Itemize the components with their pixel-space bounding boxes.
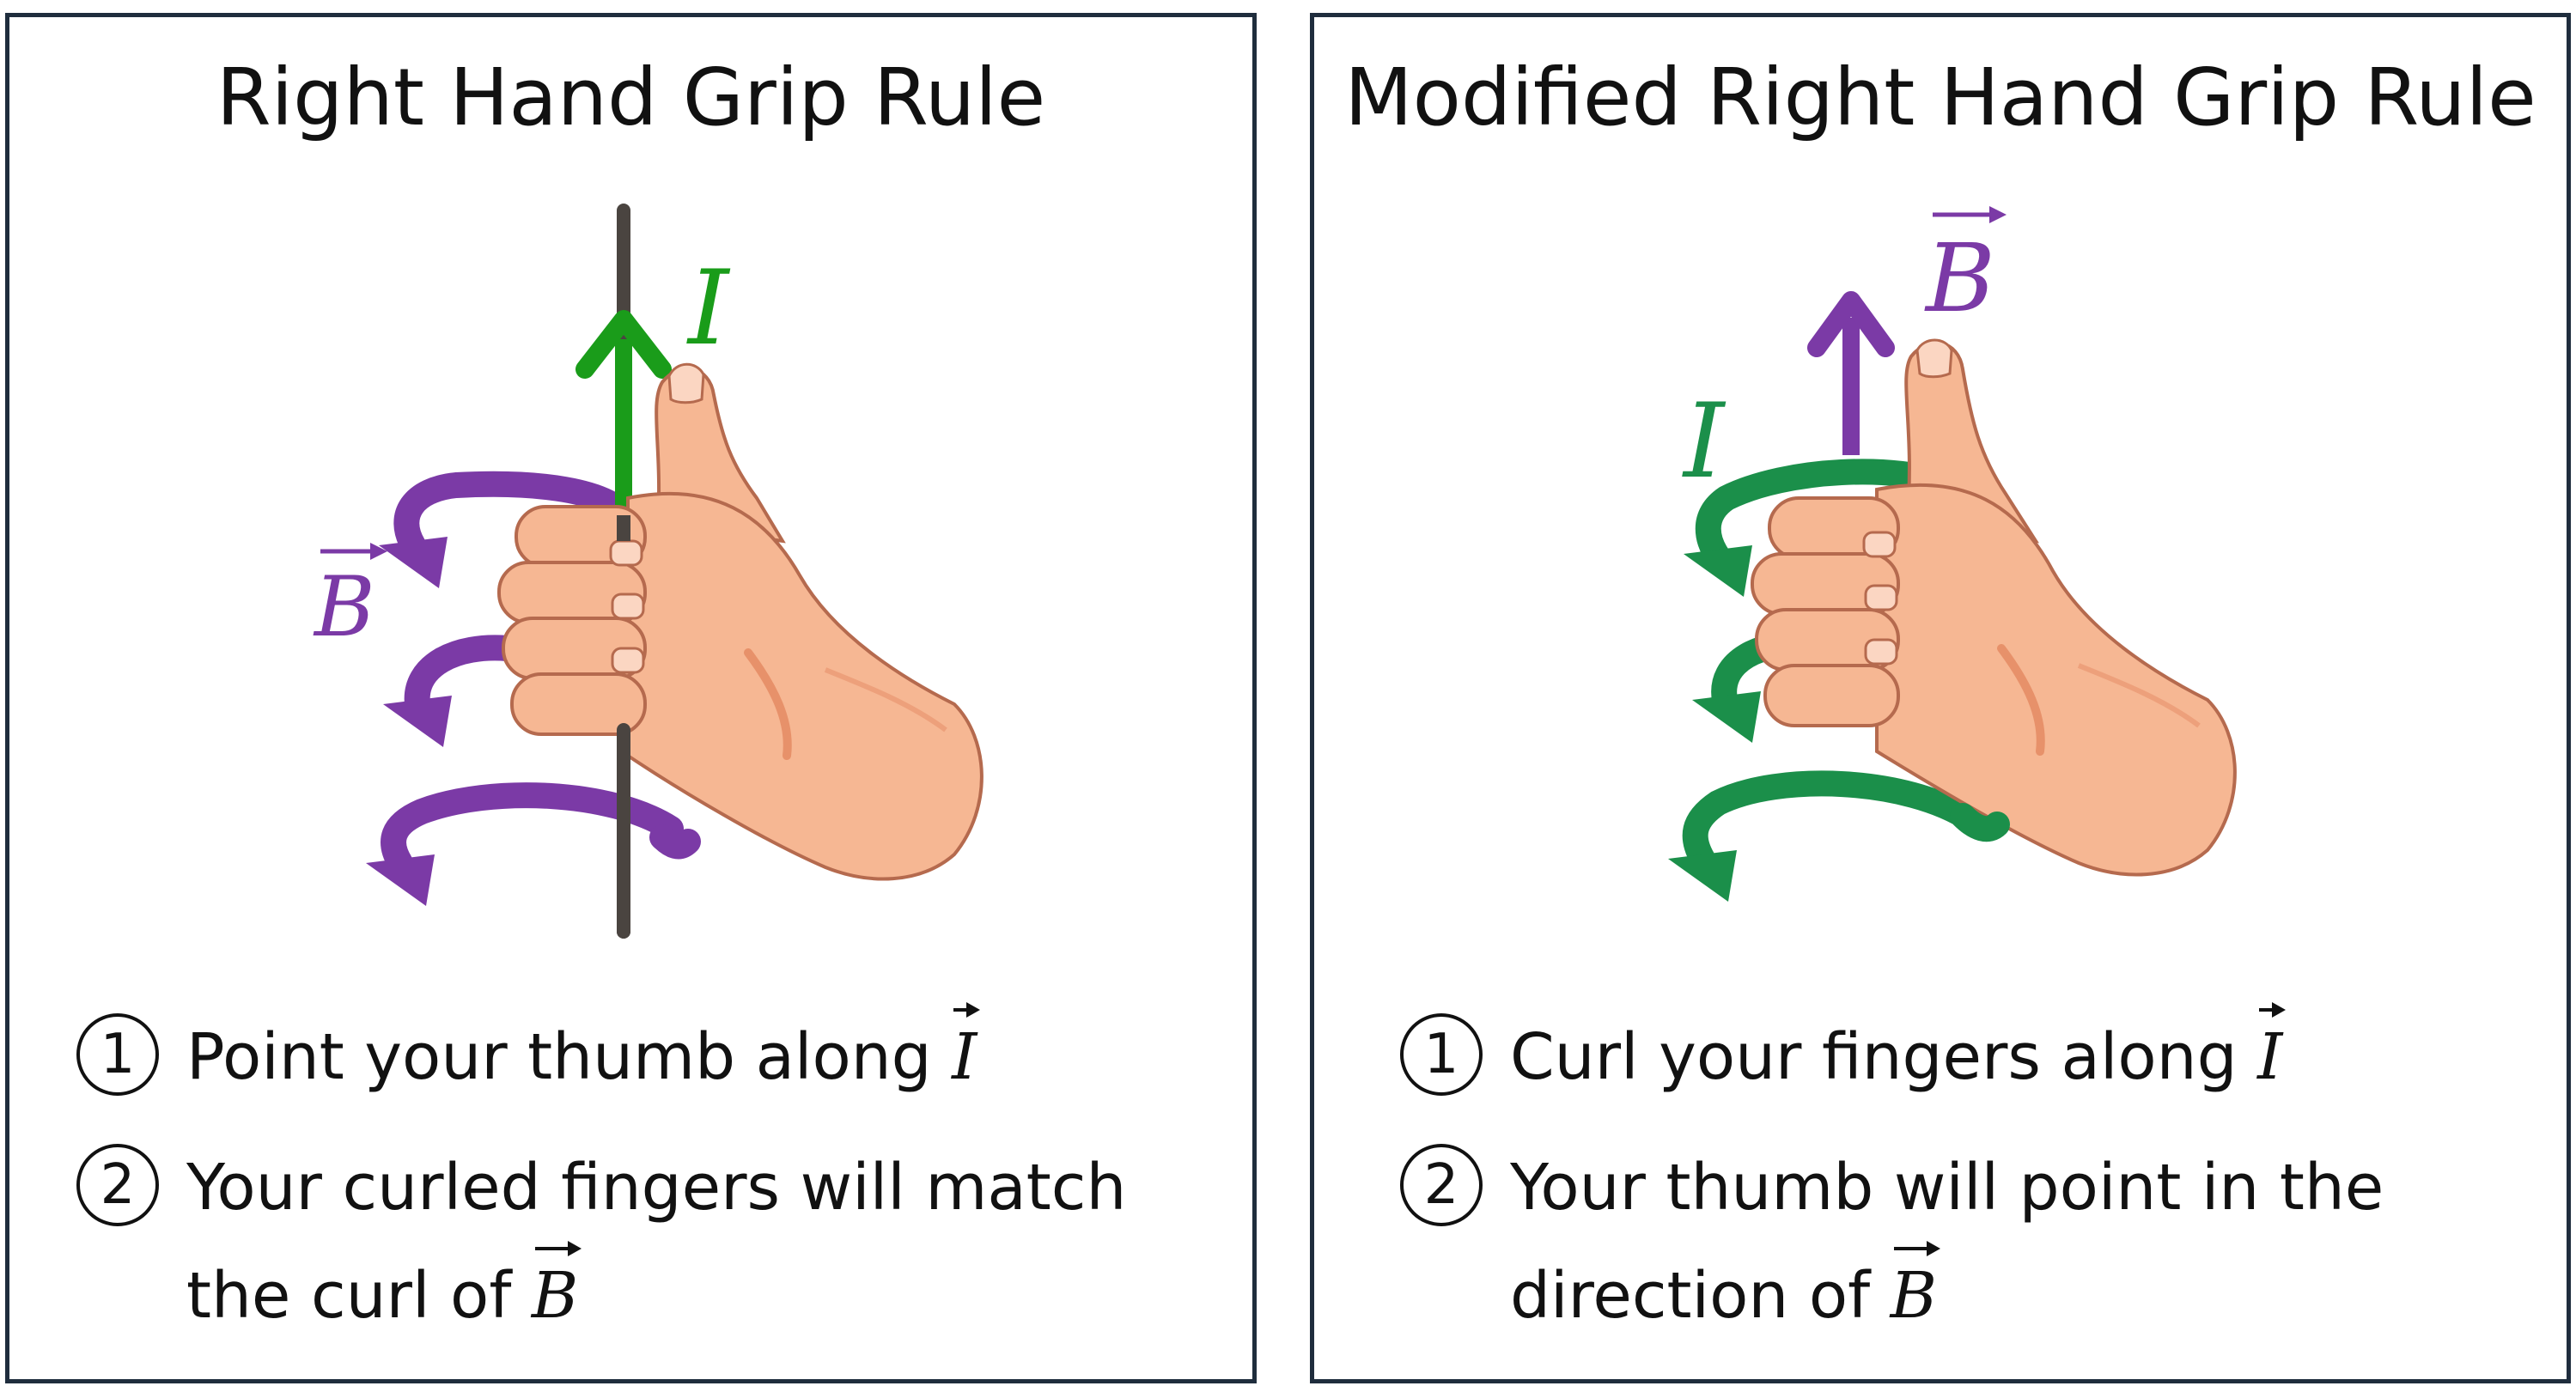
step-text: Point your thumb along [186,1020,953,1094]
panel-title: Modified Right Hand Grip Rule [1344,52,2536,143]
current-curl-arrow-top [1695,459,1963,575]
step-2: 2 Your curled fingers will match the cur… [76,1134,1126,1350]
step-text-line-1: Your curled fingers will match [186,1151,1127,1225]
step-1: 1 Curl your fingers along I [1400,1002,2287,1111]
step-text-line-2: direction of [1510,1259,1891,1333]
panel-title: Right Hand Grip Rule [216,52,1046,143]
svg-text:B: B [1924,223,1995,333]
field-arrow [1807,291,1895,455]
step-number: 1 [1400,1013,1483,1096]
right-hand [497,362,984,881]
field-label: B [313,543,387,655]
field-curl-arrow-top [393,471,641,558]
step-number: 2 [1400,1144,1483,1226]
step-number: 1 [76,1013,159,1096]
arrowhead-top [379,537,448,588]
current-curl-arrow-bottom [1682,770,1984,872]
field-vector-symbol: B [1891,1241,1941,1350]
current-label: I [1682,382,1726,502]
field-label: B [1924,206,2007,333]
current-label: I [686,249,731,368]
arrowhead-middle [383,696,452,747]
arrowhead-bottom [366,854,435,906]
field-curl-arrow-middle [404,635,521,717]
right-hand-grip-illustration: I B [313,204,984,939]
field-curl-arrowheads [366,537,452,906]
step-2: 2 Your thumb will point in the direction… [1400,1134,2384,1350]
modified-right-hand-grip-rule-panel: Modified Right Hand Grip Rule [1310,13,2571,1383]
step-1: 1 Point your thumb along I [76,1002,981,1111]
step-number: 2 [76,1144,159,1226]
svg-text:B: B [313,559,375,655]
current-arrow [575,310,672,524]
step-text-line-2: the curl of [186,1259,532,1333]
right-hand-grip-rule-panel: Right Hand Grip Rule [5,13,1257,1383]
field-vector-symbol: B [532,1241,582,1350]
right-hand [1751,338,2237,877]
step-text: Curl your fingers along [1510,1020,2258,1094]
modified-right-hand-grip-illustration: B I [1668,206,2237,902]
current-vector-symbol: I [2257,1002,2287,1111]
step-text-line-1: Your thumb will point in the [1510,1151,2384,1225]
current-vector-symbol: I [952,1002,981,1111]
